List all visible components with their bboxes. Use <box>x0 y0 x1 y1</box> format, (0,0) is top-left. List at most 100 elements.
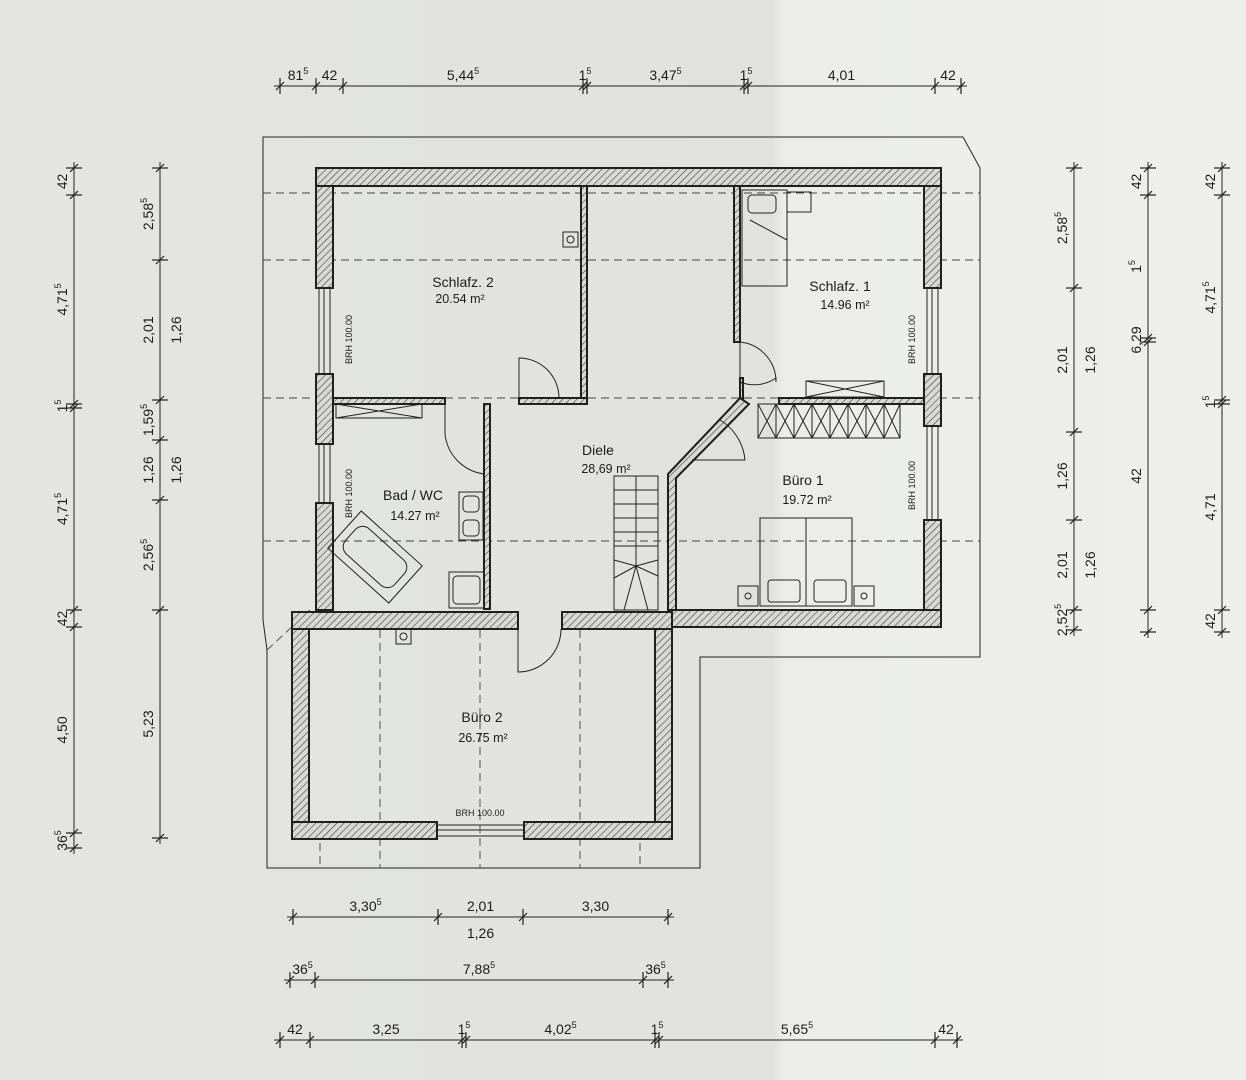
dim-tick <box>930 81 940 91</box>
dim-tick <box>155 495 165 505</box>
dim-value: 2,585 <box>1053 212 1070 244</box>
dim-tick <box>310 975 320 985</box>
dim-value: 2,01 <box>467 898 494 914</box>
dim-value: 2,585 <box>139 198 156 230</box>
dim-value: 3,30 <box>582 898 609 914</box>
room-area-schlafz1: 14.96 m² <box>820 298 869 312</box>
brh-label: BRH 100.00 <box>907 461 917 510</box>
roof-outline <box>262 136 981 869</box>
dim-tick <box>1217 163 1227 173</box>
dim-value: 4,715 <box>53 283 70 315</box>
dim-value: 4,715 <box>1201 281 1218 313</box>
dim-tick <box>155 833 165 843</box>
dim-tick <box>155 395 165 405</box>
room-name-schlafz2: Schlafz. 2 <box>432 274 494 290</box>
dim-value: 1,26 <box>168 456 184 483</box>
dim-value: 1,26 <box>1082 346 1098 373</box>
dim-tick <box>69 622 79 632</box>
dim-tick <box>1069 515 1079 525</box>
dim-tick <box>1069 283 1079 293</box>
dim-value: 2,565 <box>139 539 156 571</box>
dim-tick <box>338 81 348 91</box>
room-name-bad: Bad / WC <box>383 487 443 503</box>
dim-value: 1,26 <box>140 456 156 483</box>
dim-tick <box>578 81 588 91</box>
dim-tick <box>69 163 79 173</box>
dim-tick <box>952 1035 962 1045</box>
dim-tick <box>275 81 285 91</box>
dim-value: 2,01 <box>1054 551 1070 578</box>
dim-tick <box>1143 605 1153 615</box>
room-name-buero2: Büro 2 <box>461 709 502 725</box>
dim-tick <box>305 1035 315 1045</box>
dim-tick <box>582 81 592 91</box>
dim-value: 6,29 <box>1128 326 1144 353</box>
dim-value: 815 <box>288 66 309 83</box>
dim-value: 42 <box>54 611 70 627</box>
dim-tick <box>654 1035 664 1045</box>
dim-tick <box>155 255 165 265</box>
dim-tick <box>69 605 79 615</box>
dim-value: 42 <box>322 67 338 83</box>
walls <box>291 167 942 840</box>
dim-tick <box>638 975 648 985</box>
room-labels: Schlafz. 2 20.54 m² Schlafz. 1 14.96 m² … <box>383 274 871 745</box>
furniture <box>327 189 901 645</box>
dim-tick <box>69 843 79 853</box>
dim-value: 3,305 <box>349 897 381 914</box>
brh-label: BRH 100.00 <box>907 315 917 364</box>
dim-tick <box>1069 427 1079 437</box>
dim-value: 5,655 <box>781 1020 813 1037</box>
dim-value: 365 <box>292 960 313 977</box>
staircase <box>613 475 659 611</box>
dim-value: 3,25 <box>372 1021 399 1037</box>
dim-tick <box>930 1035 940 1045</box>
dim-tick <box>663 912 673 922</box>
dim-tick <box>739 81 749 91</box>
dim-tick <box>1217 190 1227 200</box>
dim-value: 1,26 <box>1054 462 1070 489</box>
brh-labels: BRH 100.00 BRH 100.00 BRH 100.00 BRH 100… <box>344 315 917 818</box>
dim-value: 42 <box>54 174 70 190</box>
dim-tick <box>461 1035 471 1045</box>
dim-tick <box>1143 333 1153 343</box>
dim-value: 42 <box>1202 174 1218 190</box>
dim-value: 365 <box>645 960 666 977</box>
dim-value: 4,50 <box>54 716 70 743</box>
dim-tick <box>285 975 295 985</box>
dim-tick <box>69 403 79 413</box>
dim-tick <box>69 399 79 409</box>
doors <box>444 341 777 673</box>
windows <box>318 287 939 837</box>
dim-value: 4,715 <box>53 493 70 525</box>
room-area-schlafz2: 20.54 m² <box>435 292 484 306</box>
dim-value: 42 <box>1128 468 1144 484</box>
dim-tick <box>457 1035 467 1045</box>
dim-value: 42 <box>287 1021 303 1037</box>
brh-label: BRH 100.00 <box>455 808 504 818</box>
dim-tick <box>1143 163 1153 173</box>
dim-value: 4,71 <box>1202 493 1218 520</box>
dim-tick <box>1143 627 1153 637</box>
room-name-schlafz1: Schlafz. 1 <box>809 278 871 294</box>
dim-tick <box>650 1035 660 1045</box>
dim-value: 5,445 <box>447 66 479 83</box>
dim-value: 2,525 <box>1053 604 1070 636</box>
dim-tick <box>956 81 966 91</box>
dim-tick <box>155 605 165 615</box>
dim-tick <box>1217 395 1227 405</box>
dim-value: 4,01 <box>828 67 855 83</box>
dim-tick <box>1143 190 1153 200</box>
dim-value: 2,01 <box>140 316 156 343</box>
dim-value: 4,025 <box>544 1020 576 1037</box>
